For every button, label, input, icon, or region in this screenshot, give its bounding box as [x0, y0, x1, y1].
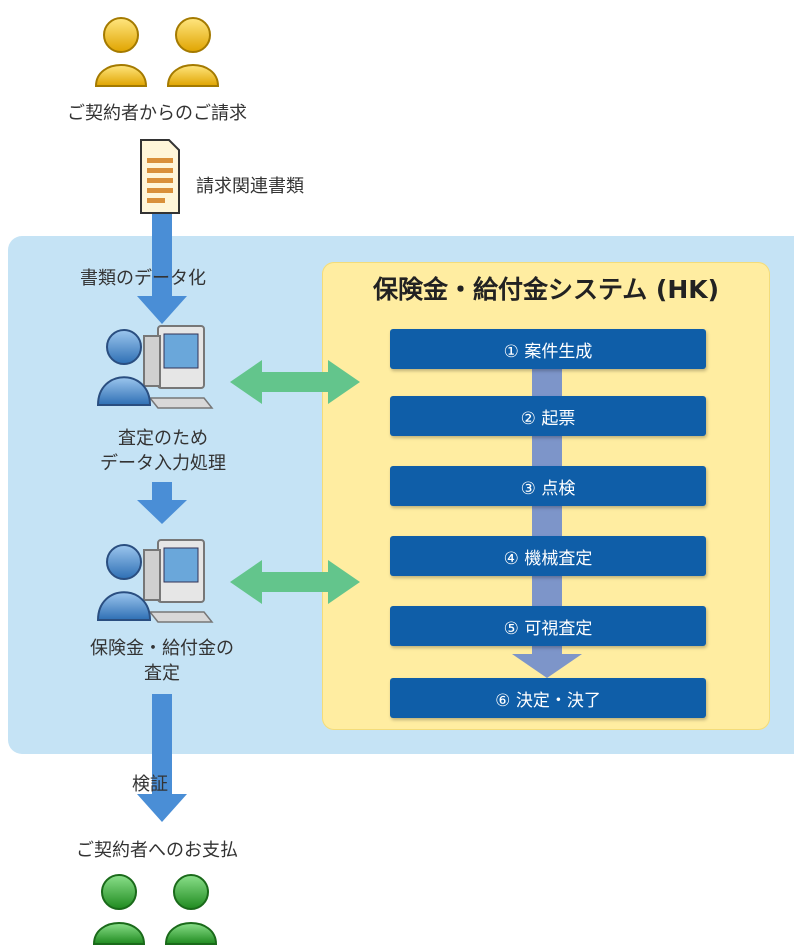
recipient-person-icon	[164, 874, 218, 945]
payment-label: ご契約者へのお支払	[76, 840, 238, 861]
double-arrow	[230, 560, 360, 604]
assessment-label: 保険金・給付金の	[90, 638, 234, 659]
requester-person-icon	[166, 17, 220, 87]
flow-arrow	[137, 214, 187, 324]
system-title: 保険金・給付金システム (HK)	[372, 275, 720, 304]
documents-label: 請求関連書類	[196, 176, 304, 197]
recipient-person-icon	[92, 874, 146, 945]
verify-label: 検証	[132, 774, 168, 795]
digitize-label: 書類のデータ化	[80, 268, 206, 289]
flow-arrow	[137, 694, 187, 822]
step-2: ② 起票	[390, 396, 706, 436]
step-1: ① 案件生成	[390, 329, 706, 369]
double-arrow	[230, 360, 360, 404]
step-5: ⑤ 可視査定	[390, 606, 706, 646]
assessment-label: 査定	[144, 663, 180, 684]
step-4: ④ 機械査定	[390, 536, 706, 576]
operator-computer-icon	[96, 539, 214, 623]
step-6: ⑥ 決定・決了	[390, 678, 706, 718]
flow-arrow	[137, 482, 187, 524]
data-entry-label: 査定のため	[118, 428, 208, 449]
step-3: ③ 点検	[390, 466, 706, 506]
data-entry-label: データ入力処理	[100, 453, 226, 474]
request-label: ご契約者からのご請求	[67, 103, 247, 124]
requester-person-icon	[94, 17, 148, 87]
document-icon	[140, 139, 180, 214]
operator-computer-icon	[96, 325, 214, 409]
